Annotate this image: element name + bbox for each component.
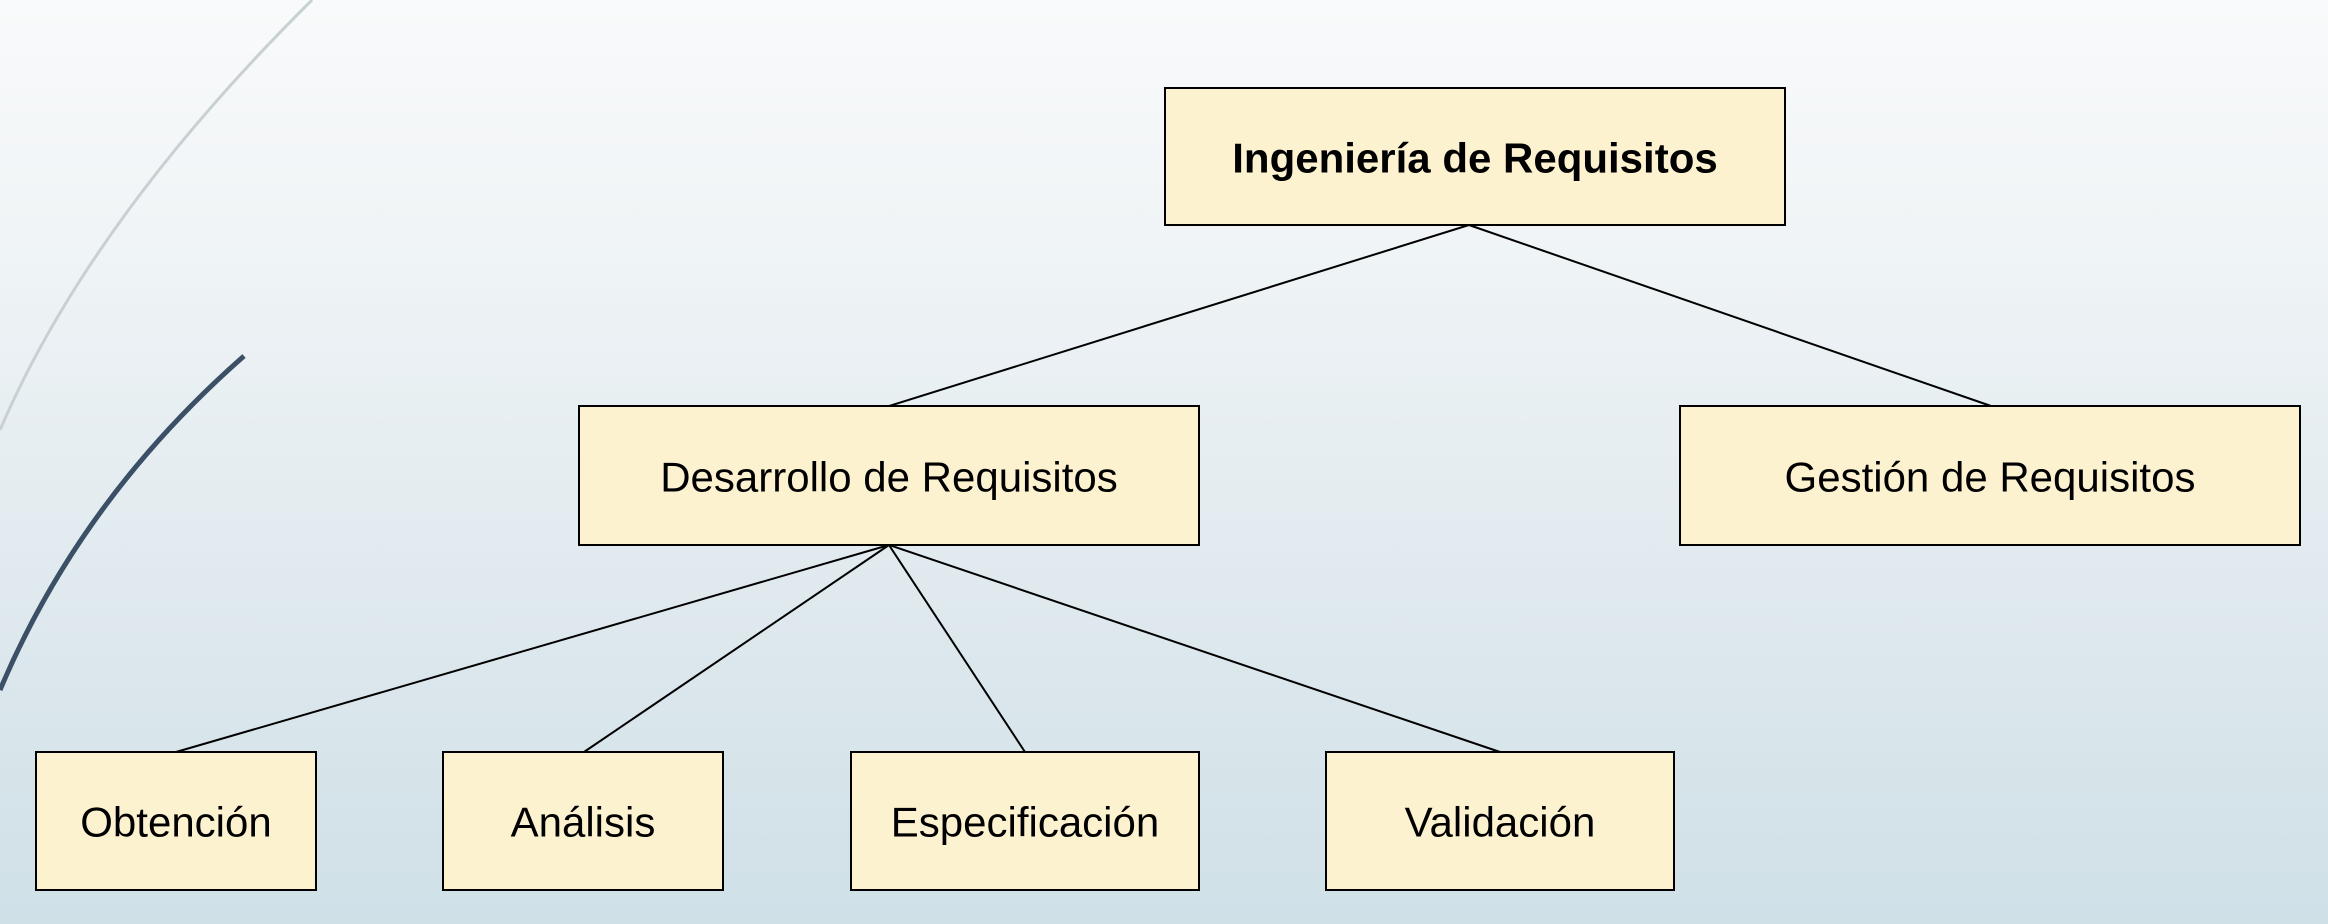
node-label: Especificación (891, 799, 1159, 846)
node-analisis: Análisis (442, 751, 724, 891)
node-label: Análisis (511, 799, 656, 846)
node-label: Validación (1405, 799, 1596, 846)
connector-desarrollo-to-especificacion (888, 544, 1026, 753)
connector-desarrollo-to-validacion (888, 544, 1501, 753)
node-label: Obtención (80, 799, 271, 846)
node-label: Desarrollo de Requisitos (660, 454, 1118, 501)
decorative-arc-inner (0, 354, 246, 691)
connector-root-to-gestion (1468, 224, 1992, 407)
node-label: Gestión de Requisitos (1785, 454, 2196, 501)
node-desarrollo-de-requisitos: Desarrollo de Requisitos (578, 405, 1200, 546)
connector-root-to-desarrollo (888, 224, 1470, 407)
node-ingenieria-de-requisitos: Ingeniería de Requisitos (1164, 87, 1786, 226)
connector-desarrollo-to-obtencion (175, 544, 890, 753)
node-validacion: Validación (1325, 751, 1675, 891)
connector-desarrollo-to-analisis (583, 544, 890, 753)
connectors (175, 224, 1992, 753)
node-especificacion: Especificación (850, 751, 1200, 891)
node-gestion-de-requisitos: Gestión de Requisitos (1679, 405, 2301, 546)
node-obtencion: Obtención (35, 751, 317, 891)
node-label: Ingeniería de Requisitos (1232, 135, 1717, 182)
decorative-arc-outer (0, 0, 314, 431)
